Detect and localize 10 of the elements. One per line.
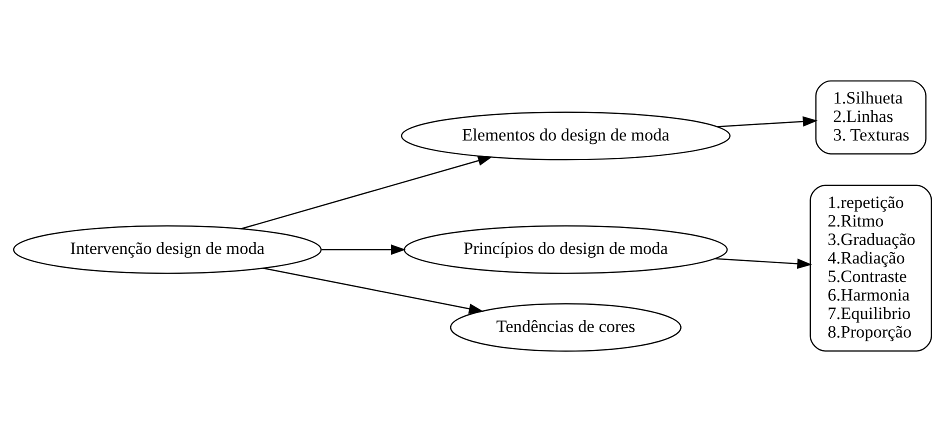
arrow	[717, 116, 818, 128]
arrow	[241, 156, 493, 230]
arrow	[262, 268, 484, 314]
arrow	[322, 244, 406, 255]
node-box: 1.Silhueta 2.Linhas 3. Texturas	[815, 80, 926, 154]
arrow	[715, 258, 812, 269]
node-box: 1.repetição 2.Ritmo 3.Graduação 4.Radiação 5.Contraste 6.Harmonia 7.Equilibrio 8.Proporção	[810, 184, 932, 352]
node-ellipse: Elementos do design de moda	[400, 112, 731, 160]
node-ellipse: Princípios do design de moda	[404, 225, 728, 274]
node-ellipse: Intervenção design de moda	[13, 225, 322, 274]
